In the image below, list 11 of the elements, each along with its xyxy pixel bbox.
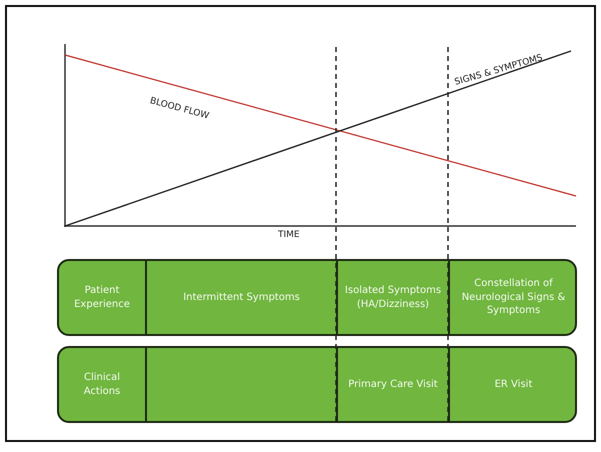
swimlane-row — [57, 259, 577, 336]
line-label: BLOOD FLOW — [148, 96, 210, 122]
swimlane-row — [57, 346, 577, 423]
cell-text: Primary Care Visit — [347, 378, 439, 392]
row-heading: Clinical Actions — [82, 371, 122, 398]
cell-text: Isolated Symptoms (HA/Dizziness) — [344, 284, 442, 311]
axis-label: TIME — [278, 230, 300, 240]
cell-text: Intermittent Symptoms — [182, 290, 301, 304]
row-heading: Patient Experience — [73, 284, 131, 311]
cell-text: ER Visit — [494, 378, 534, 392]
cell-text: Constellation of Neurological Signs & Symptoms — [460, 277, 566, 318]
